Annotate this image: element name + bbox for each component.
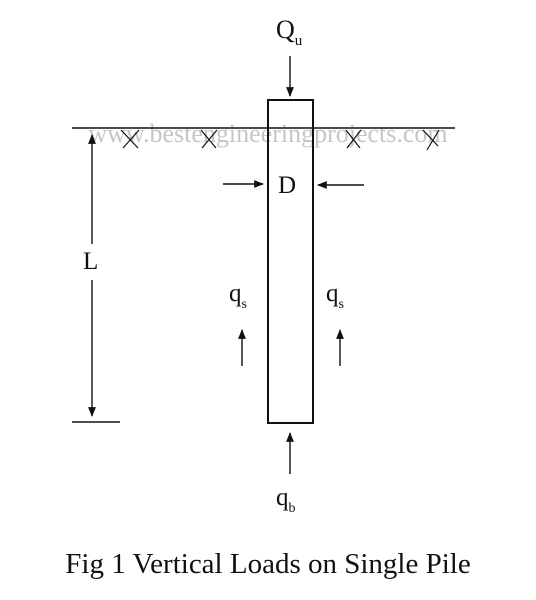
figure-caption: Fig 1 Vertical Loads on Single Pile: [65, 548, 471, 580]
soil-hatch-marks: [120, 129, 440, 151]
pile-load-diagram: www.bestengineeringprojects.com Qu D L q…: [72, 15, 455, 516]
diameter-label: D: [278, 172, 296, 199]
pile-shaft: [267, 99, 314, 424]
shaft-friction-label-left: qs: [229, 280, 247, 312]
applied-load-label: Qu: [276, 15, 303, 49]
length-label: L: [83, 248, 98, 275]
base-resistance-label: qb: [276, 484, 296, 516]
shaft-friction-label-right: qs: [326, 280, 344, 312]
